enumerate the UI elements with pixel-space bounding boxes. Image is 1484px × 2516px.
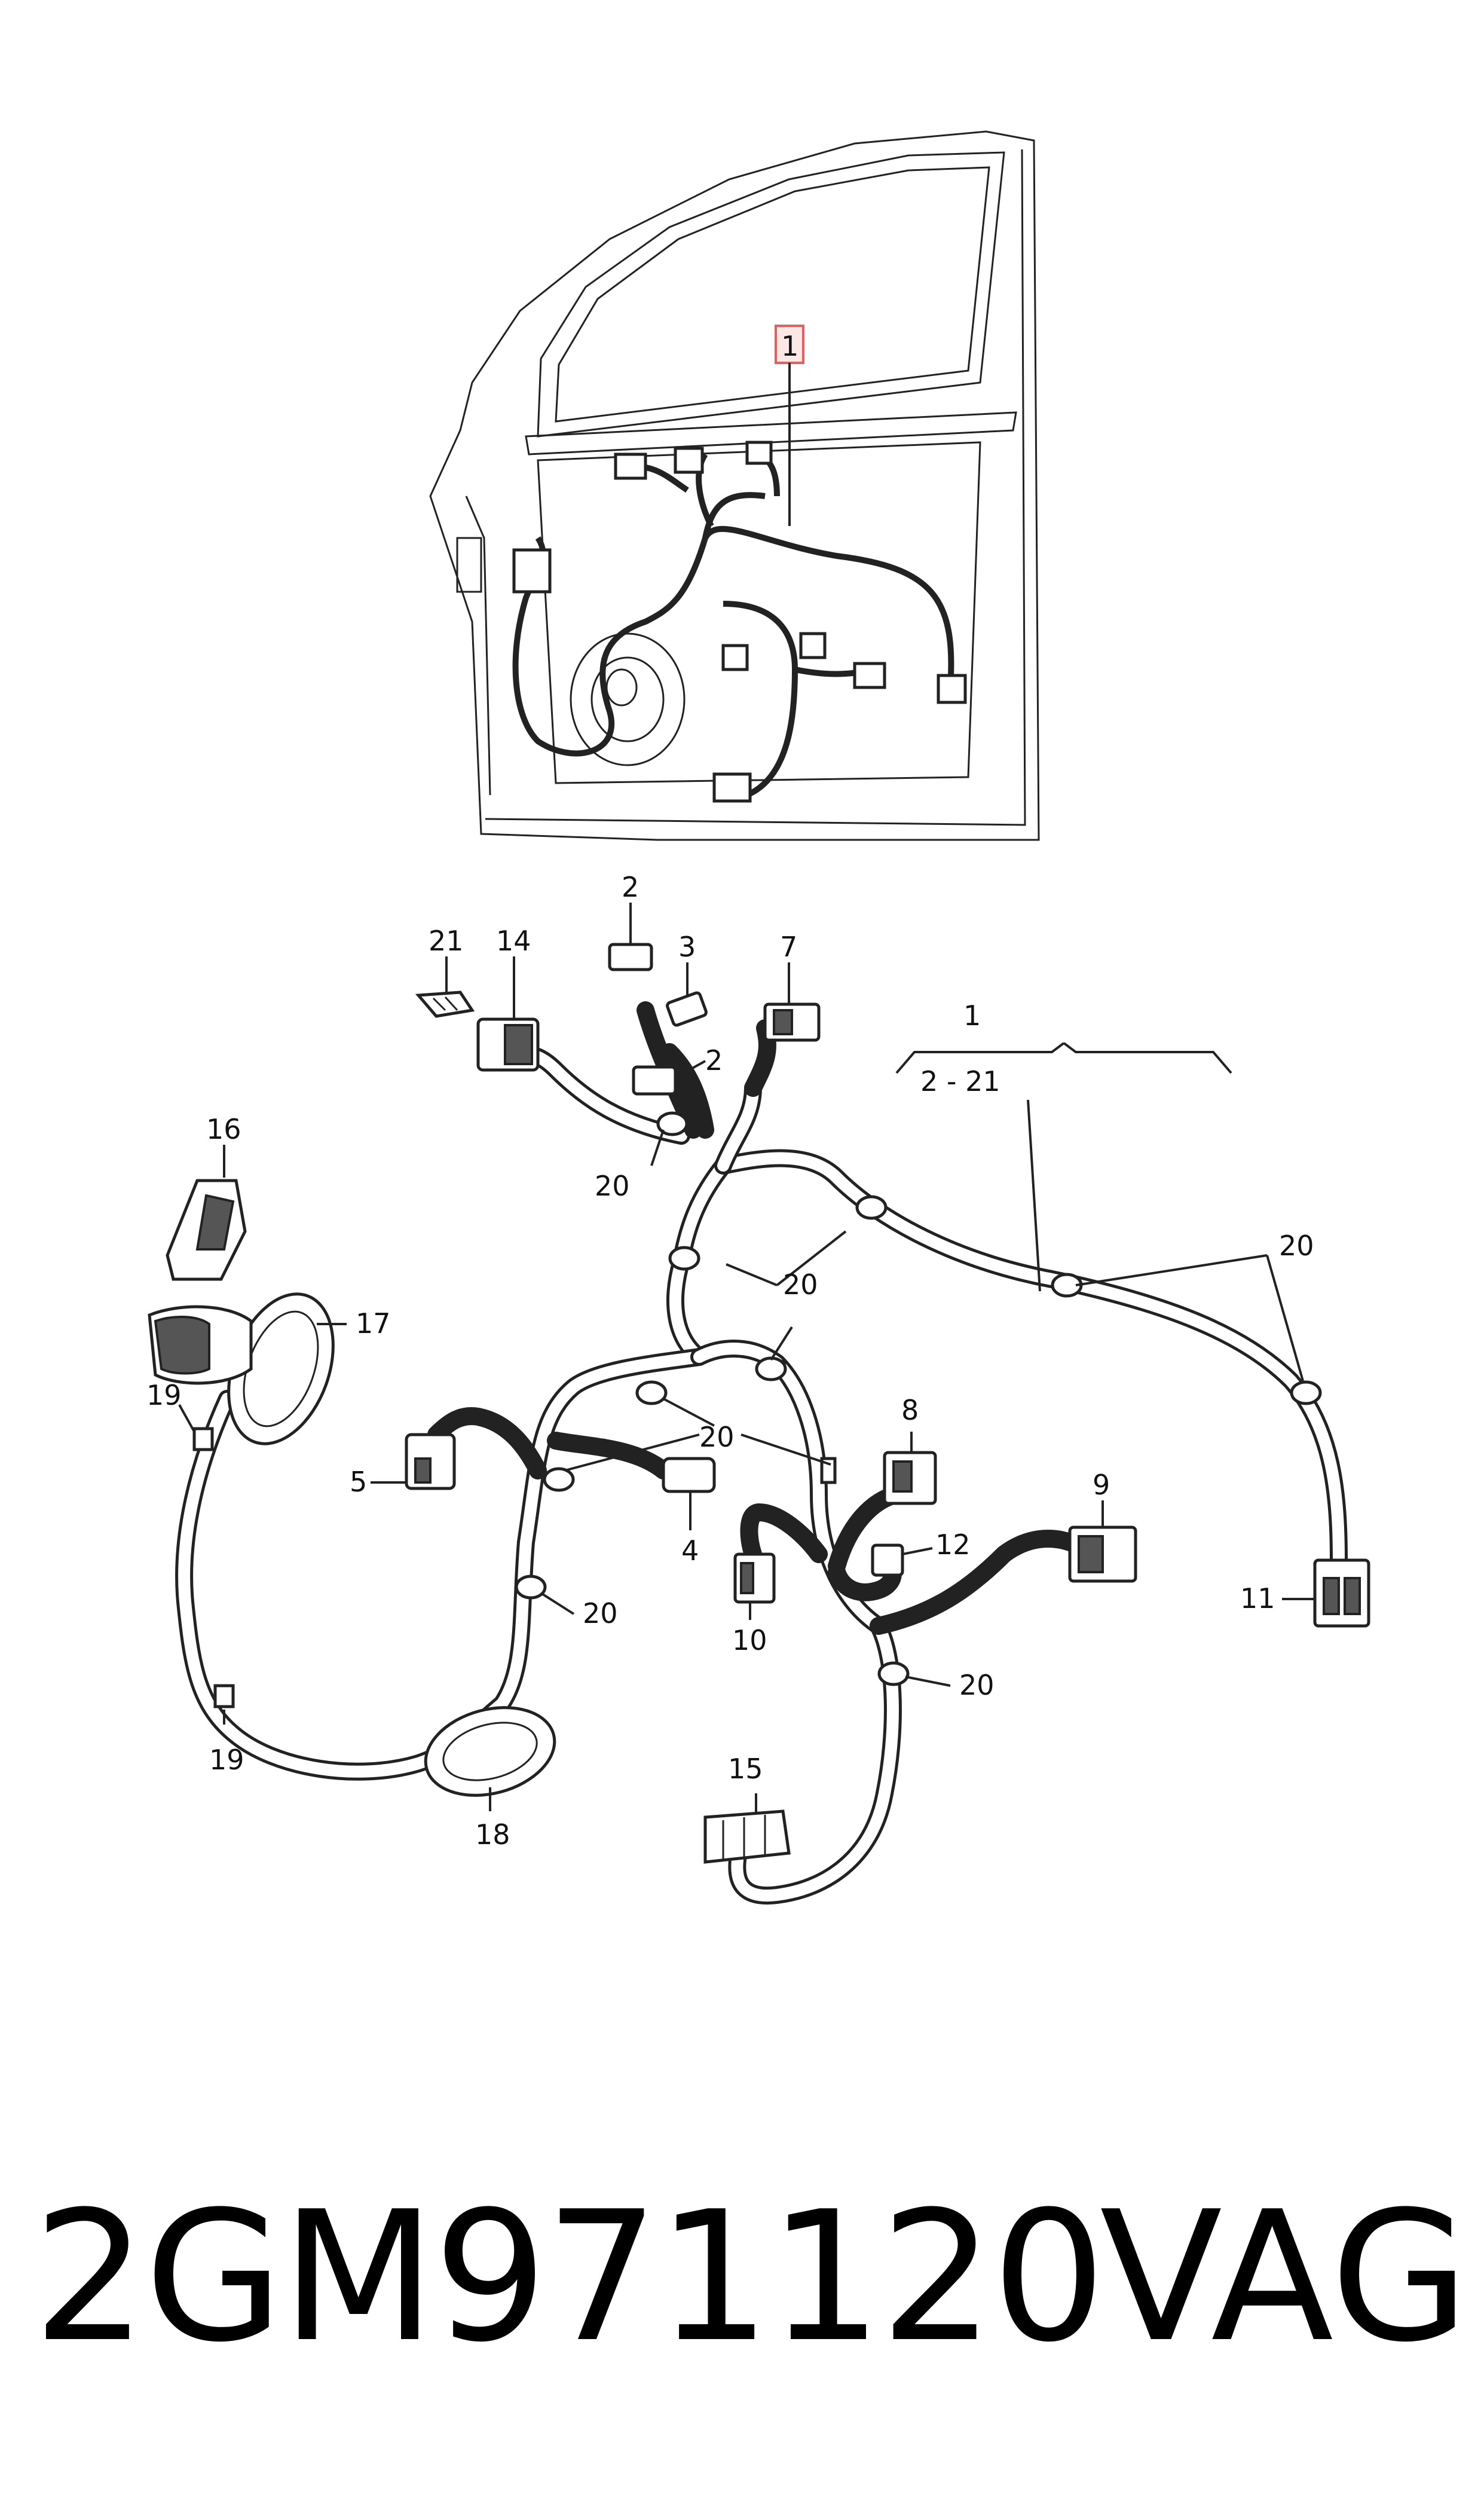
- callout-20e: 20: [583, 1597, 618, 1630]
- wiring-harness-diagram: 1: [146, 130, 1370, 1905]
- connectors: [148, 943, 1370, 1864]
- door-illustration: [429, 130, 1040, 841]
- callout-20a: 20: [595, 1170, 630, 1202]
- connector-21: [415, 990, 475, 1018]
- clip-markers: [515, 1111, 1322, 1686]
- connector-3: [666, 991, 708, 1027]
- callout-15: 15: [728, 1753, 763, 1785]
- part-number: 2GM971120: [33, 2173, 1106, 2382]
- door-callout-label: 1: [781, 330, 798, 362]
- callout-19b: 19: [209, 1744, 244, 1776]
- connector-4: [662, 1457, 716, 1493]
- callout-leaders: [178, 903, 1315, 1814]
- brand-name: VAG: [1100, 2173, 1470, 2382]
- callout-17: 17: [356, 1307, 391, 1340]
- callout-20d: 20: [699, 1421, 735, 1453]
- callout-2a: 2: [622, 871, 639, 903]
- callout-18: 18: [475, 1818, 510, 1851]
- clip-19a: [192, 1427, 214, 1451]
- connector-12: [871, 1543, 904, 1577]
- callout-14: 14: [496, 925, 531, 957]
- callout-21: 21: [429, 925, 464, 957]
- callout-16: 16: [206, 1113, 241, 1145]
- callout-20f: 20: [959, 1669, 995, 1701]
- connector-2a: [608, 943, 653, 971]
- callout-4: 4: [681, 1534, 699, 1567]
- callout-11: 11: [1240, 1582, 1275, 1615]
- clip-19b: [213, 1684, 235, 1708]
- connector-2b: [632, 1065, 677, 1096]
- callout-20b: 20: [783, 1268, 818, 1301]
- callout-10: 10: [732, 1624, 767, 1656]
- group-range: 2 - 21: [920, 1065, 1000, 1097]
- callout-8: 8: [901, 1394, 919, 1426]
- callout-5: 5: [350, 1466, 367, 1498]
- grommet-18: [424, 1706, 556, 1797]
- callout-19a: 19: [146, 1379, 182, 1411]
- connector-15: [703, 1809, 791, 1864]
- callout-9: 9: [1093, 1469, 1110, 1501]
- group-callout-1: 1: [963, 999, 981, 1032]
- callout-3: 3: [678, 931, 696, 963]
- callout-7: 7: [780, 931, 797, 963]
- callout-2b: 2: [705, 1044, 723, 1077]
- callout-20c: 20: [1279, 1230, 1314, 1262]
- callout-12: 12: [935, 1528, 971, 1561]
